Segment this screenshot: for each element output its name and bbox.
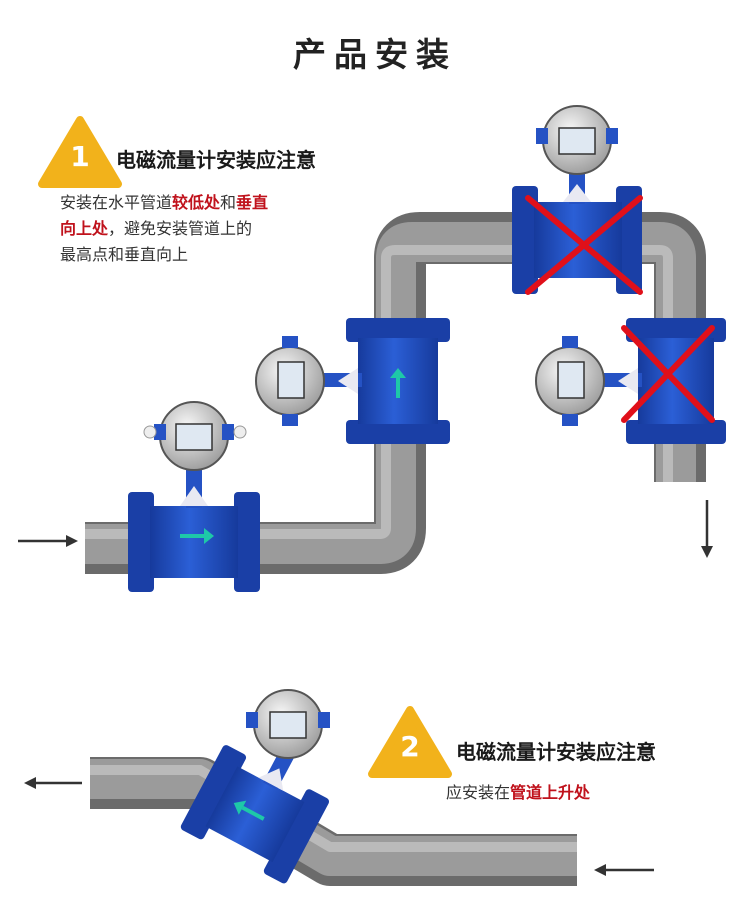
note-2-number: 2 xyxy=(400,730,420,763)
note-1-emphasis-lower: 较低处 xyxy=(172,193,221,212)
page-title: 产品安装 xyxy=(293,35,457,74)
note-2-heading: 电磁流量计安装应注意 xyxy=(456,740,656,764)
red-x-icon xyxy=(525,195,643,295)
flow-out-arrow-down xyxy=(701,500,713,558)
note-1-text-c: 和 xyxy=(220,193,237,212)
note-1-text-a: 安装在水平管道 xyxy=(60,193,173,212)
note-1-text: 安装在水平管道较低处和垂直 向上处，避免安装管道上的 最高点和垂直向上 xyxy=(60,190,350,268)
flowmeter-correct-horizontal xyxy=(128,401,260,592)
flow-in-arrow-right xyxy=(594,864,654,876)
flowmeter-inclined-head xyxy=(246,689,330,759)
note-1-heading: 电磁流量计安装应注意 xyxy=(116,148,316,172)
flowmeter-correct-inclined xyxy=(180,745,330,884)
red-x-icon xyxy=(621,325,715,423)
note-2-text: 应安装在管道上升处 xyxy=(446,780,706,806)
flowmeter-wrong-top xyxy=(512,105,643,295)
flowmeter-wrong-downward xyxy=(535,318,726,444)
flowmeter-correct-vertical xyxy=(255,318,450,444)
note-2-emphasis-rising: 管道上升处 xyxy=(510,783,591,802)
note-1-text-g: 最高点和垂直向上 xyxy=(60,245,189,264)
note-1-number: 1 xyxy=(70,140,90,173)
note-1-text-f: ，避免安装管道上的 xyxy=(108,219,253,238)
note-2-text-a: 应安装在 xyxy=(446,783,511,802)
flow-out-arrow-left xyxy=(24,777,82,789)
flow-in-arrow-top xyxy=(18,535,78,547)
pipe-system-1 xyxy=(85,212,706,574)
note-1-emphasis-upward: 向上处 xyxy=(60,219,109,238)
warning-triangle-icon-2 xyxy=(368,706,452,778)
note-1-emphasis-vertical: 垂直 xyxy=(236,193,269,212)
warning-triangle-icon-1 xyxy=(38,116,122,188)
